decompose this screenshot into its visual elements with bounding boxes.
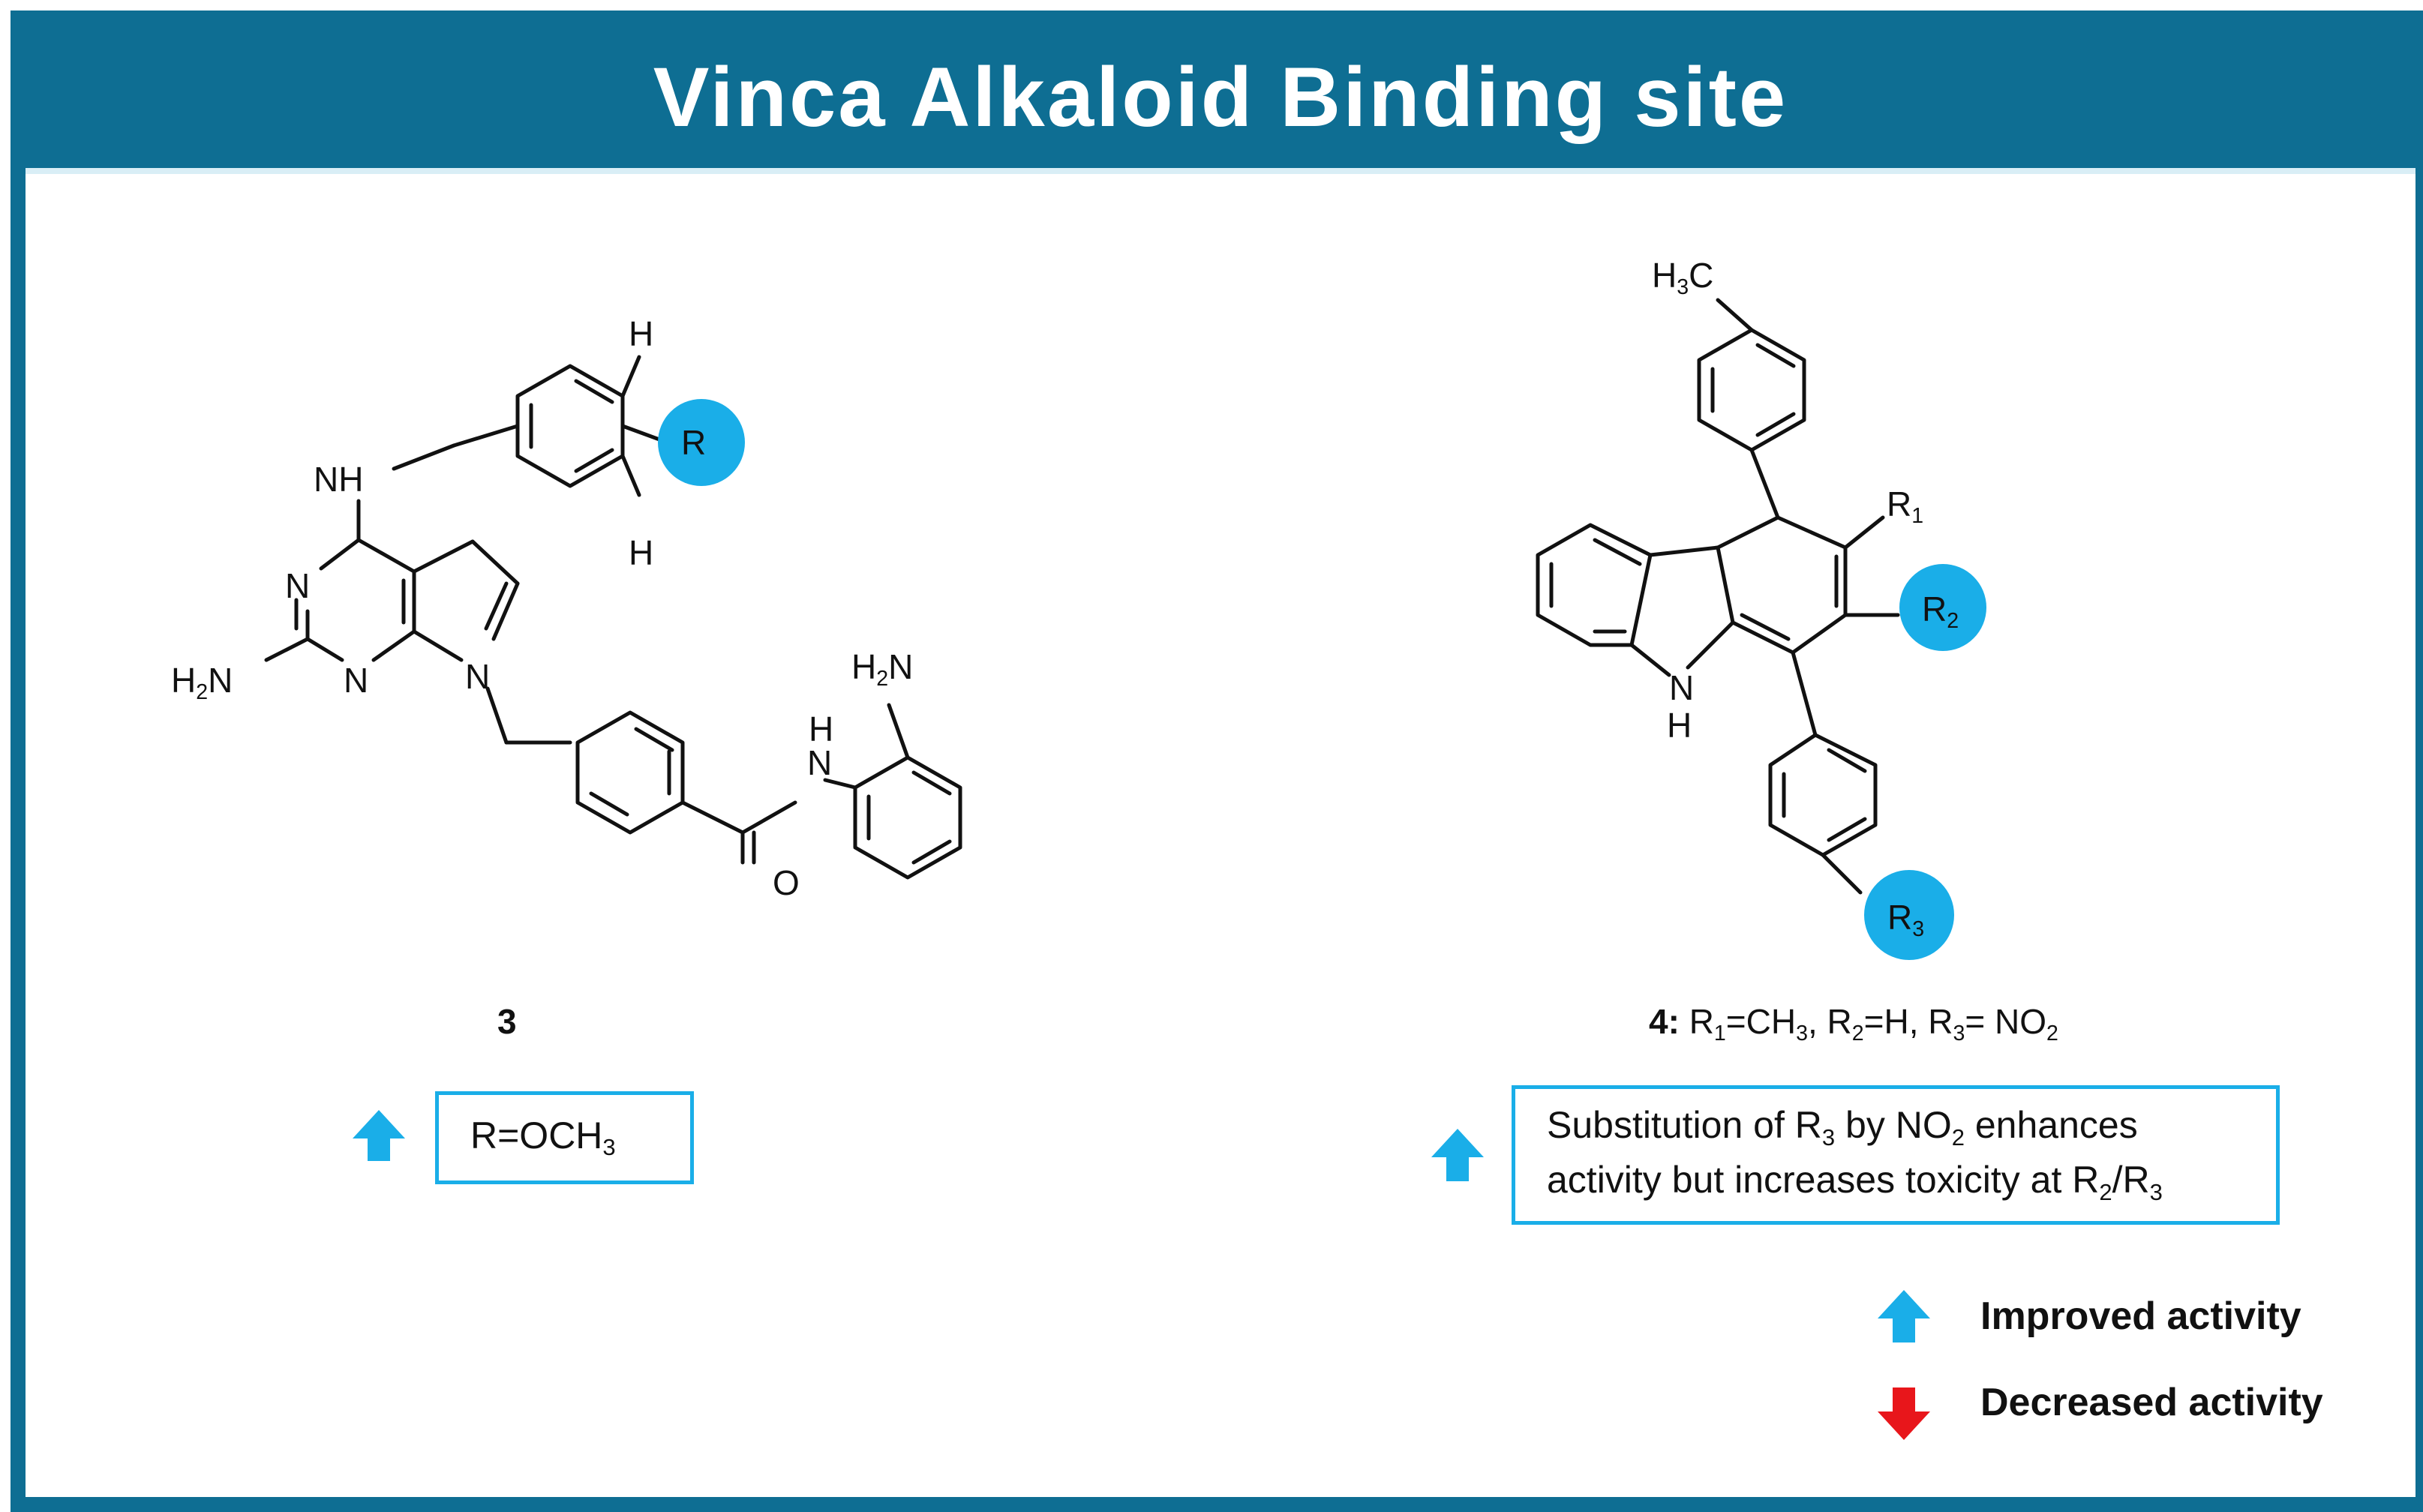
r-highlight-circle [658,399,745,486]
compound-4-sar-line-1: Substitution of R3 by NO2 enhances [1547,1104,2138,1150]
compound-4-nitroaryl-ring [1768,733,1878,857]
atom-amide-n: N [807,743,833,782]
compound-4-central-ring [1716,515,1848,655]
atom-n-lower: N [344,661,369,700]
compound-4-structure [1536,298,1900,895]
compound-3-structure [264,355,962,880]
atom-h2n-top: H2N [851,647,914,692]
compound-3-label: 3 [497,1002,517,1041]
r2-highlight-circle [1899,564,1986,651]
atom-r2: R2 [1922,590,1959,634]
r3-highlight-circle [1864,870,1954,960]
banner-divider [26,168,2415,174]
atom-nh: NH [314,460,364,499]
compound-4-sar-line-2: activity but increases toxicity at R2/R3 [1547,1159,2163,1205]
compound-3-phenyl-ring [515,364,625,488]
title-banner: Vinca Alkaloid Binding site [26,26,2415,168]
figure-title: Vinca Alkaloid Binding site [653,50,1788,144]
atom-o: O [773,863,800,902]
atom-n-upper: N [285,566,311,605]
compound-4-improved-arrow [1431,1129,1484,1181]
atom-h-top: H [629,314,654,353]
legend-decreased-arrow [1878,1388,1930,1440]
atom-h2n-left: H2N [171,661,233,705]
compound-4-tolyl-ring [1697,328,1806,452]
compound-3-improved-arrow [353,1110,405,1161]
legend-improved-arrow [1878,1290,1930,1342]
compound-3-sar-box: R=OCH3 [435,1091,694,1184]
figure-frame: Vinca Alkaloid Binding site [11,10,2423,1512]
atom-r: R [681,423,707,462]
compound-4-sar-box: Substitution of R3 by NO2 enhances activ… [1512,1085,2280,1225]
atom-amide-h: H [809,710,834,748]
compound-3-sar-text: R=OCH3 [470,1114,616,1161]
atom-nh-n: N [1669,668,1695,707]
compound-3-aniline-ring [853,755,962,880]
compound-4-label: 4: R1=CH3, R2=H, R3= NO2 [1649,1002,2058,1046]
legend-improved-label: Improved activity [1980,1294,2301,1338]
atom-h-bottom: H [629,533,654,572]
atom-h3c: H3C [1652,256,1714,300]
compound-3-benzyl-ring [575,710,685,835]
compound-4-indole-ring [1536,523,1653,647]
atom-r1: R1 [1887,484,1924,529]
atom-r3: R3 [1887,898,1925,942]
atom-nh-h: H [1667,706,1692,745]
legend-decreased-label: Decreased activity [1980,1381,2323,1424]
atom-n-ring: N [465,657,491,696]
